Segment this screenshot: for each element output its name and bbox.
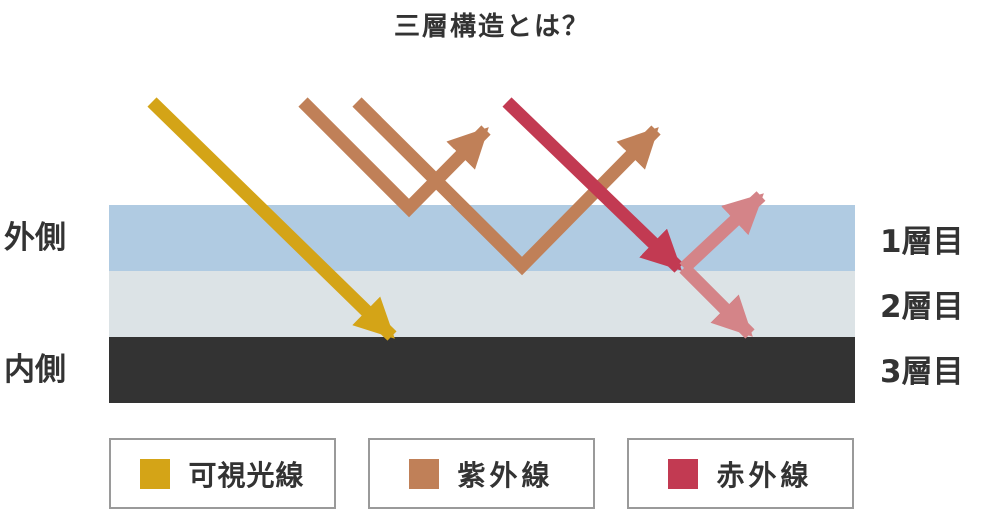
layer-2-label: 2層目 — [880, 289, 964, 325]
layer-1-label: 1層目 — [880, 224, 964, 260]
outer-side-label: 外側 — [4, 220, 66, 256]
legend-infrared: 赤外線 — [627, 438, 854, 509]
legend-label-uv: 紫外線 — [457, 458, 554, 492]
legend-ultraviolet: 紫外線 — [368, 438, 595, 509]
diagram-title: 三層構造とは？ — [393, 12, 590, 42]
legend-swatch-uv — [409, 458, 440, 489]
legend-swatch-ir — [668, 458, 699, 489]
infrared-arrow-incident — [502, 97, 684, 273]
uv-arrow-layer1 — [352, 97, 661, 276]
inner-side-label: 内側 — [4, 352, 66, 388]
visible-light-arrow — [147, 97, 397, 341]
layer-3-label: 3層目 — [880, 354, 964, 390]
legend-label-ir: 赤外線 — [716, 458, 813, 492]
legend-visible-light: 可視光線 — [109, 438, 336, 509]
legend-label-visible: 可視光線 — [188, 458, 305, 492]
layer-3 — [109, 337, 855, 403]
infrared-arrow-reflected — [679, 191, 766, 273]
legend-swatch-visible — [140, 458, 171, 489]
infrared-arrow-transmitted — [679, 263, 755, 339]
uv-arrow-surface — [298, 97, 491, 218]
